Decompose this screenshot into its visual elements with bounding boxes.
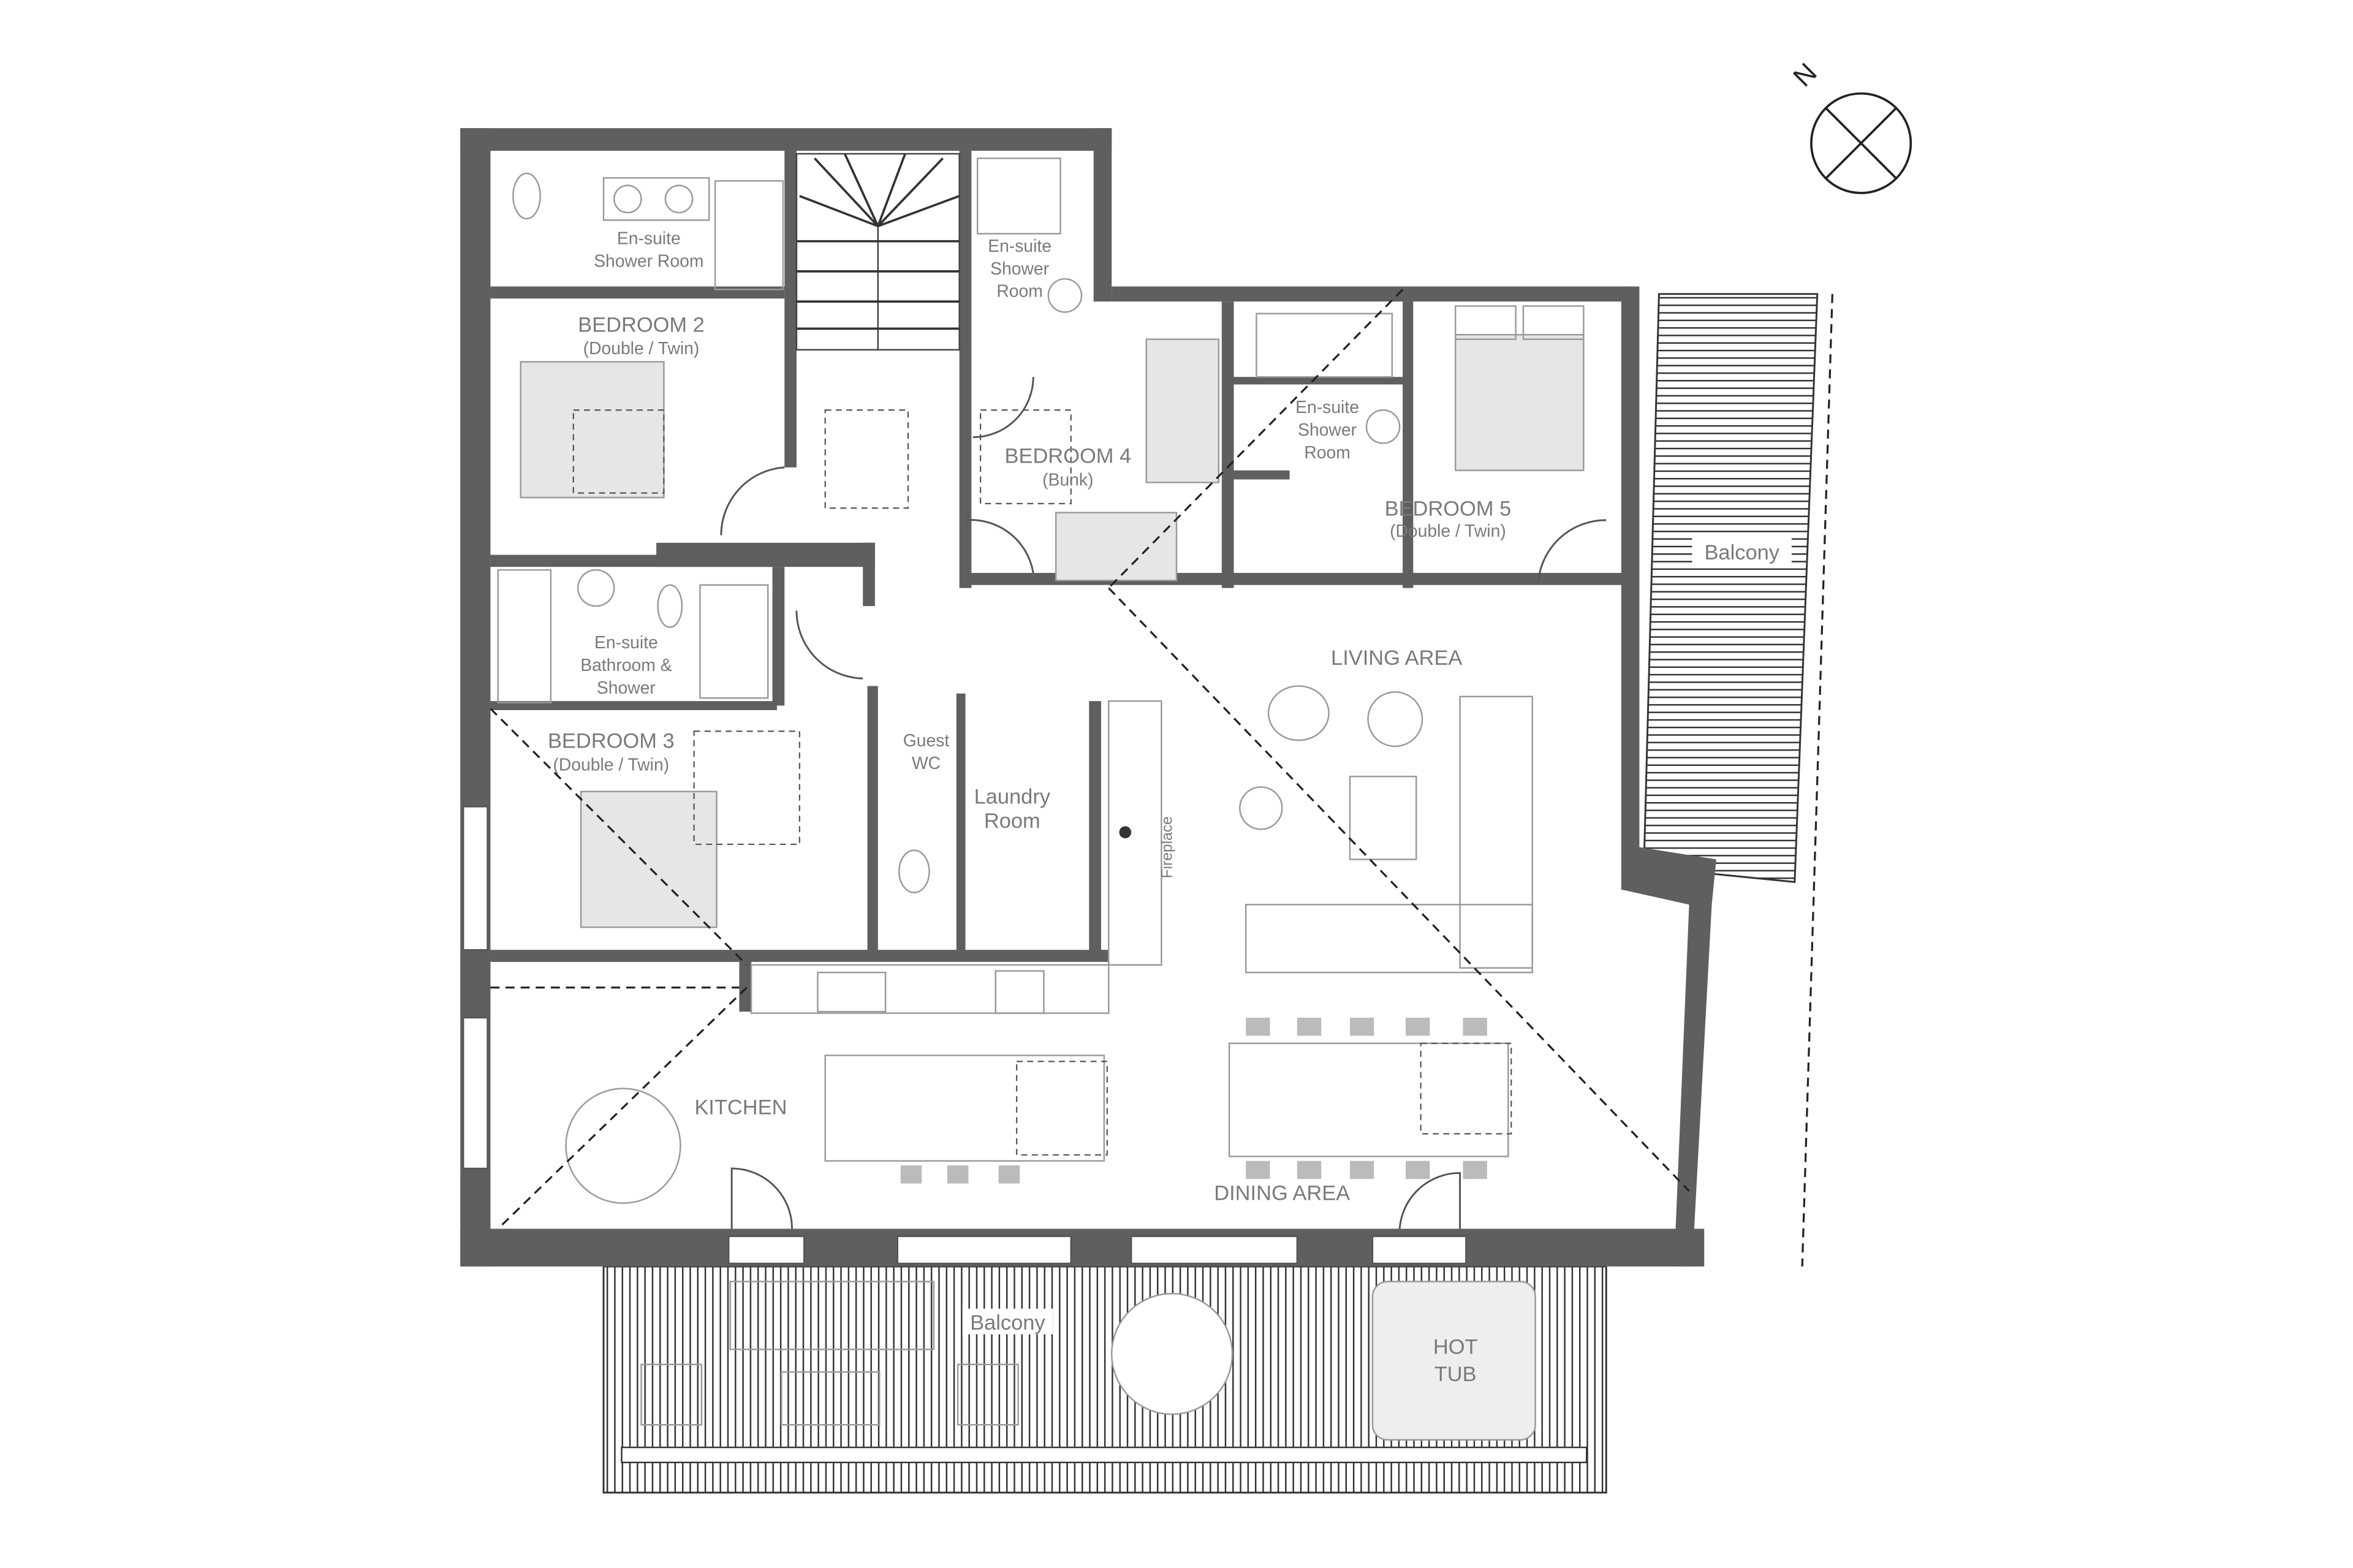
laundry-label-2: Room xyxy=(984,809,1040,833)
north-compass-icon: N xyxy=(1787,58,1912,194)
bedroom4-type: (Bunk) xyxy=(1042,469,1093,489)
ensuite1-label-1: En-suite xyxy=(617,229,681,248)
fireplace-label: Fireplace xyxy=(1159,816,1176,878)
bedroom3-name: BEDROOM 3 xyxy=(548,729,675,752)
guest-wc-label-2: WC xyxy=(912,753,941,773)
ensuite3-label-2: Shower xyxy=(1298,420,1357,439)
ensuite4-label-3: Shower xyxy=(597,678,656,697)
ensuite4-label-2: Bathroom & xyxy=(580,655,672,675)
furniture xyxy=(497,157,1585,1441)
guest-wc-label-1: Guest xyxy=(903,730,950,750)
laundry-label-1: Laundry xyxy=(974,785,1051,808)
bedroom5-name: BEDROOM 5 xyxy=(1385,498,1512,521)
ensuite3-label-1: En-suite xyxy=(1295,397,1359,417)
ensuite1-label-2: Shower Room xyxy=(594,251,703,271)
ensuite2-label-3: Room xyxy=(996,281,1042,301)
bedroom3-type: (Double / Twin) xyxy=(553,754,669,774)
bedroom2-name: BEDROOM 2 xyxy=(578,313,705,336)
staircase xyxy=(795,153,960,351)
compass-north-label: N xyxy=(1787,58,1822,93)
kitchen-label: KITCHEN xyxy=(694,1096,787,1119)
interior-walls xyxy=(490,151,1629,1012)
south-balcony-label: Balcony xyxy=(970,1311,1045,1335)
hot-tub-label-2: TUB xyxy=(1434,1363,1477,1386)
bedroom4-name: BEDROOM 4 xyxy=(1005,444,1132,468)
dining-area-label: DINING AREA xyxy=(1214,1182,1350,1205)
bedroom5-type: (Double / Twin) xyxy=(1390,521,1506,540)
hot-tub-label-1: HOT xyxy=(1433,1336,1478,1359)
fireplace-icon xyxy=(1119,826,1132,839)
ensuite3-label-3: Room xyxy=(1304,442,1350,462)
east-balcony-label: Balcony xyxy=(1704,541,1779,564)
ensuite2-label-1: En-suite xyxy=(988,236,1051,256)
ensuite4-label-1: En-suite xyxy=(594,632,658,652)
ensuite2-label-2: Shower xyxy=(990,259,1049,278)
east-balcony xyxy=(1643,293,1833,1267)
bedroom2-type: (Double / Twin) xyxy=(583,338,700,358)
doors xyxy=(720,377,1607,1229)
exterior-walls xyxy=(460,128,1716,1267)
living-area-label: LIVING AREA xyxy=(1331,646,1462,670)
dashed-outlines xyxy=(490,289,1690,1230)
